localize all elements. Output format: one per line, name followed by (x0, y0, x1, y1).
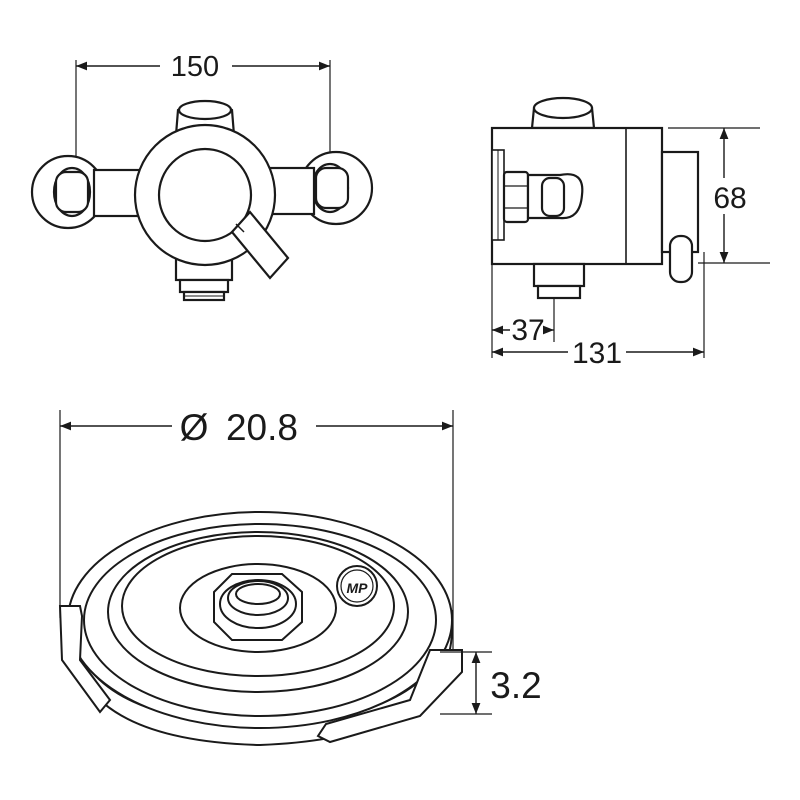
logo-text: MP (347, 580, 369, 596)
control-lever (230, 210, 290, 280)
width-dimension-label: 150 (171, 51, 219, 83)
front-view (30, 60, 374, 302)
plate-view-labels: Ø 20.8 3.2 MP (180, 407, 542, 706)
diameter-dimension-label: 20.8 (226, 407, 298, 448)
side-view (490, 96, 770, 358)
side-handle (668, 234, 694, 284)
front-view-labels: 150 (171, 51, 219, 83)
height-dimension-label: 68 (713, 182, 746, 215)
plate-view (58, 410, 492, 747)
control-knob (157, 147, 253, 243)
side-view-labels: 68 37 131 (511, 182, 746, 370)
diameter-symbol: Ø (180, 407, 209, 448)
thickness-dimension-label: 3.2 (490, 665, 541, 706)
inlet-offset-dimension-label: 37 (511, 314, 544, 347)
depth-dimension-label: 131 (572, 337, 622, 370)
